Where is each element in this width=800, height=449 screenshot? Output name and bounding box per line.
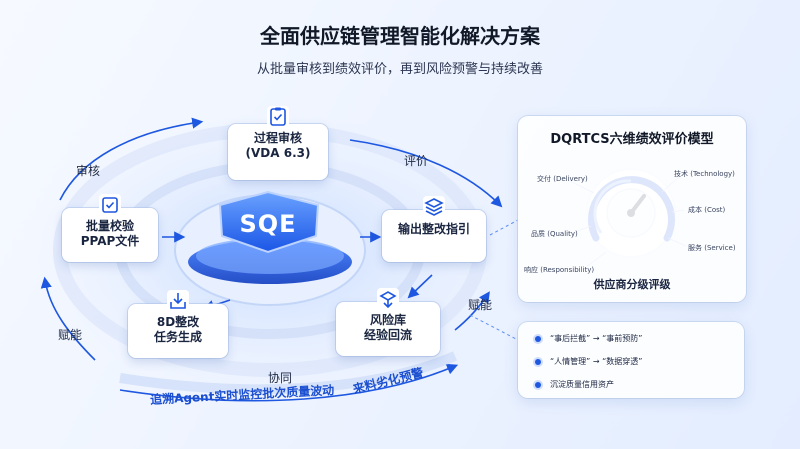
dim-responsibility: 响应 (Responsibility) bbox=[524, 266, 595, 274]
bullet-icon bbox=[535, 335, 541, 342]
dim-delivery: 交付 (Delivery) bbox=[537, 175, 588, 183]
arrow-empower-left bbox=[40, 276, 96, 361]
page-subtitle: 从批量审核到绩效评价，再到风险预警与持续改善 bbox=[256, 62, 543, 77]
label-empower-right: 赋能 bbox=[468, 298, 493, 312]
node-rectify-guide-line1: 输出整改指引 bbox=[397, 222, 470, 236]
dim-cost: 成本 (Cost) bbox=[688, 206, 726, 214]
layers-icon bbox=[423, 196, 445, 218]
node-process-audit-line2: (VDA 6.3) bbox=[245, 146, 311, 160]
arrow-empower-right bbox=[454, 291, 490, 331]
grade-label: 供应商分级评级 bbox=[593, 278, 671, 291]
sqe-hub: SQE bbox=[239, 210, 297, 238]
arrow-evaluate bbox=[349, 139, 503, 208]
bullet-icon bbox=[535, 381, 541, 388]
dim-service: 服务 (Service) bbox=[688, 244, 736, 252]
node-batch-inspect-line2: PPAP文件 bbox=[80, 234, 140, 248]
label-empower-left: 赋能 bbox=[58, 328, 83, 342]
node-batch-inspect[interactable]: 批量校验 PPAP文件 bbox=[62, 194, 158, 262]
list-item-3: 沉淀质量信用资产 bbox=[535, 379, 614, 390]
list-item-1: “事后拦截” → “事前预防” bbox=[535, 333, 642, 344]
node-batch-inspect-line1: 批量校验 bbox=[85, 219, 134, 233]
node-8d-task-line2: 任务生成 bbox=[153, 330, 202, 344]
dim-quality: 品质 (Quality) bbox=[531, 230, 578, 238]
model-panel-title: DQRTCS六维绩效评价模型 bbox=[550, 132, 714, 147]
node-process-audit-line1: 过程审核 bbox=[253, 131, 302, 145]
model-panel: DQRTCS六维绩效评价模型 供应商分级评级 bbox=[518, 116, 746, 302]
node-rectify-guide[interactable]: 输出整改指引 bbox=[382, 196, 486, 262]
label-audit: 审核 bbox=[76, 164, 101, 178]
arrow-audit bbox=[59, 117, 204, 201]
stack-icon bbox=[377, 288, 399, 310]
dim-technology: 技术 (Technology) bbox=[674, 170, 735, 178]
summary-panel bbox=[518, 322, 744, 398]
label-collaborate: 协同 bbox=[268, 371, 293, 385]
label-evaluate: 评价 bbox=[404, 154, 429, 168]
bullet-icon bbox=[535, 358, 541, 365]
page-title: 全面供应链管理智能化解决方案 bbox=[260, 24, 540, 48]
list-item-2: “人情管理” → “数据穿透” bbox=[535, 356, 642, 367]
node-8d-task-line1: 8D整改 bbox=[156, 315, 200, 329]
node-8d-task[interactable]: 8D整改 任务生成 bbox=[128, 290, 228, 358]
download-box-icon bbox=[167, 290, 189, 312]
node-risk-library[interactable]: 风险库 经验回流 bbox=[336, 288, 440, 356]
clipboard-check-icon bbox=[267, 106, 289, 128]
node-risk-library-line2: 经验回流 bbox=[363, 328, 412, 342]
checkbox-doc-icon bbox=[99, 194, 121, 216]
node-risk-library-line1: 风险库 bbox=[369, 313, 406, 327]
node-process-audit[interactable]: 过程审核 (VDA 6.3) bbox=[228, 106, 328, 180]
